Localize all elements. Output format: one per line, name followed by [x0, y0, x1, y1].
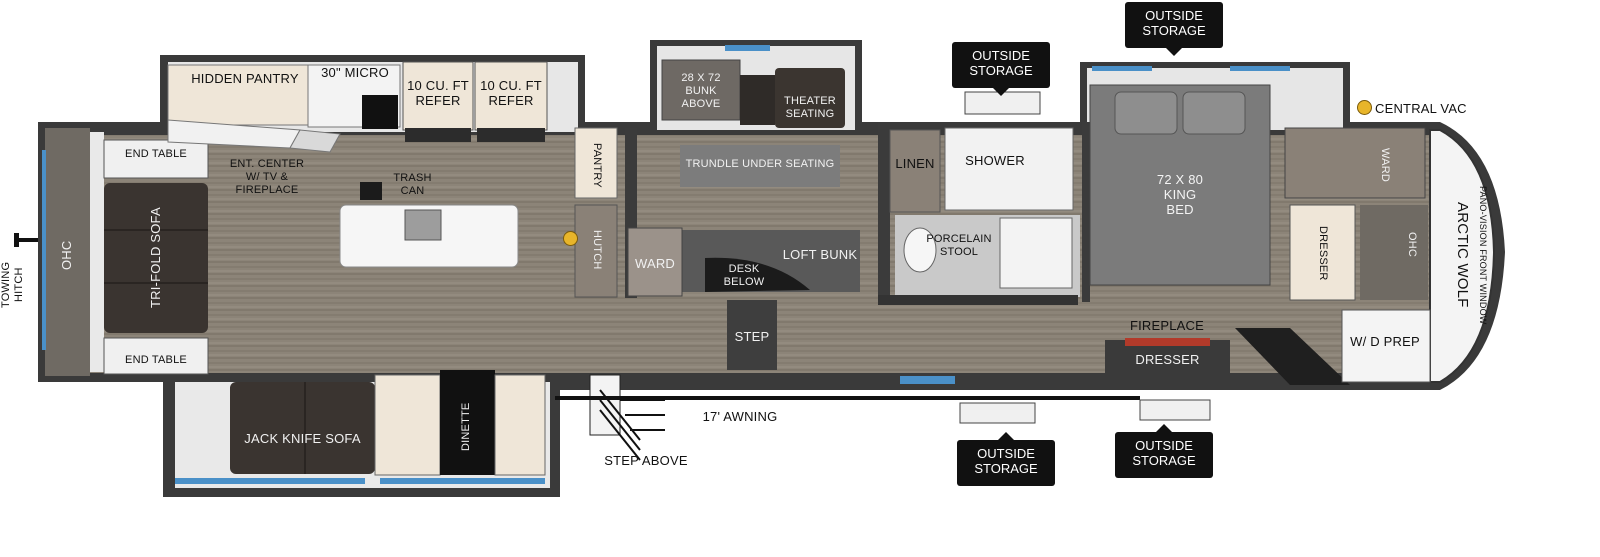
- label-tri-fold-sofa: TRI-FOLD SOFA: [148, 207, 163, 309]
- label-desk-below: DESK BELOW: [723, 263, 765, 288]
- label-step: STEP: [734, 329, 770, 344]
- label-wd-prep: W/ D PREP: [1350, 334, 1420, 349]
- label-front-window: PANO-VISION FRONT WINDOW: [1478, 185, 1488, 325]
- outlet-dot-icon: [563, 231, 578, 246]
- label-ward-right: WARD: [1379, 148, 1391, 182]
- label-theater-seating: THEATER SEATING: [784, 95, 836, 120]
- label-dresser-bottom: DRESSER: [1135, 352, 1200, 367]
- label-fireplace: FIREPLACE: [1129, 318, 1205, 333]
- end-table-top-shape: [103, 139, 209, 179]
- outside-storage-tag-bottom-left: OUTSIDE STORAGE: [957, 432, 1055, 486]
- outside-storage-tag-top-right: OUTSIDE STORAGE: [1125, 2, 1223, 56]
- label-dresser-right: DRESSER: [1317, 225, 1329, 281]
- refer-2: [474, 61, 548, 131]
- label-central-vac: CENTRAL VAC: [1375, 101, 1467, 116]
- label-trundle: TRUNDLE UNDER SEATING: [685, 158, 835, 170]
- front-cap: [1429, 129, 1496, 383]
- trundle-shape: [680, 145, 840, 187]
- label-hutch: HUTCH: [591, 230, 603, 270]
- label-micro: 30" MICRO: [321, 65, 389, 80]
- label-loft-bunk: LOFT BUNK: [782, 247, 858, 262]
- label-bunk-above: 28 X 72 BUNK ABOVE: [681, 72, 721, 110]
- dinette-bench-shape: [374, 374, 441, 476]
- label-refer-2: 10 CU. FT REFER: [480, 78, 542, 108]
- hutch-cabinet: [574, 204, 618, 298]
- jack-knife-sofa-shape: [230, 382, 375, 474]
- label-towing-hitch: TOWING HITCH: [0, 261, 25, 309]
- pantry-cabinet: [574, 127, 618, 199]
- dresser-right-shape: [1289, 204, 1356, 301]
- outside-storage-tag-bottom-right: OUTSIDE STORAGE: [1115, 424, 1213, 478]
- refer-1: [402, 61, 474, 131]
- label-hidden-pantry: HIDDEN PANTRY: [191, 71, 299, 86]
- ward-mid-shape: [627, 227, 683, 297]
- wd-prep-shape: [1341, 309, 1431, 383]
- label-ohc-right: OHC: [1406, 232, 1418, 258]
- step-shape: [727, 300, 777, 370]
- label-pantry: PANTRY: [591, 142, 603, 188]
- label-ohc-left: OHC: [59, 240, 74, 270]
- shower-shape: [944, 127, 1074, 211]
- ward-right-shape: [1284, 127, 1426, 199]
- label-jack-knife-sofa: JACK KNIFE SOFA: [244, 431, 361, 446]
- trash-can-shape: [360, 182, 382, 200]
- rear-ohc: [45, 128, 90, 376]
- end-table-bottom-shape: [103, 337, 209, 375]
- label-dinette: DINETTE: [460, 402, 472, 452]
- ohc-right-shape: [1360, 205, 1428, 300]
- toilet: [903, 227, 937, 273]
- bunk-above-shape: [661, 59, 741, 121]
- linen-shape: [889, 129, 941, 213]
- label-end-table-top: END TABLE: [125, 148, 187, 160]
- fireplace-shape: [1125, 338, 1210, 346]
- central-vac-icon: [1357, 100, 1372, 115]
- label-brand: ARCTIC WOLF: [1454, 202, 1471, 308]
- label-king-bed: 72 X 80 KING BED: [1156, 172, 1204, 217]
- sink: [404, 209, 442, 241]
- theater-seating-shape: [775, 68, 845, 128]
- label-step-above: STEP ABOVE: [604, 453, 688, 468]
- label-linen: LINEN: [895, 156, 935, 171]
- label-porcelain-stool: PORCELAIN STOOL: [926, 233, 992, 258]
- label-ward-mid: WARD: [634, 256, 676, 271]
- label-end-table-bottom: END TABLE: [125, 354, 187, 366]
- label-awning: 17' AWNING: [702, 409, 778, 424]
- label-ent-center: ENT. CENTER W/ TV & FIREPLACE: [229, 158, 305, 196]
- outside-storage-tag-top-left: OUTSIDE STORAGE: [952, 42, 1050, 96]
- tri-fold-sofa: [104, 183, 208, 333]
- dinette-table-shape: [440, 370, 495, 475]
- stove: [362, 95, 398, 129]
- label-refer-1: 10 CU. FT REFER: [407, 78, 469, 108]
- label-trash-can: TRASH CAN: [393, 172, 432, 197]
- label-shower: SHOWER: [965, 153, 1025, 168]
